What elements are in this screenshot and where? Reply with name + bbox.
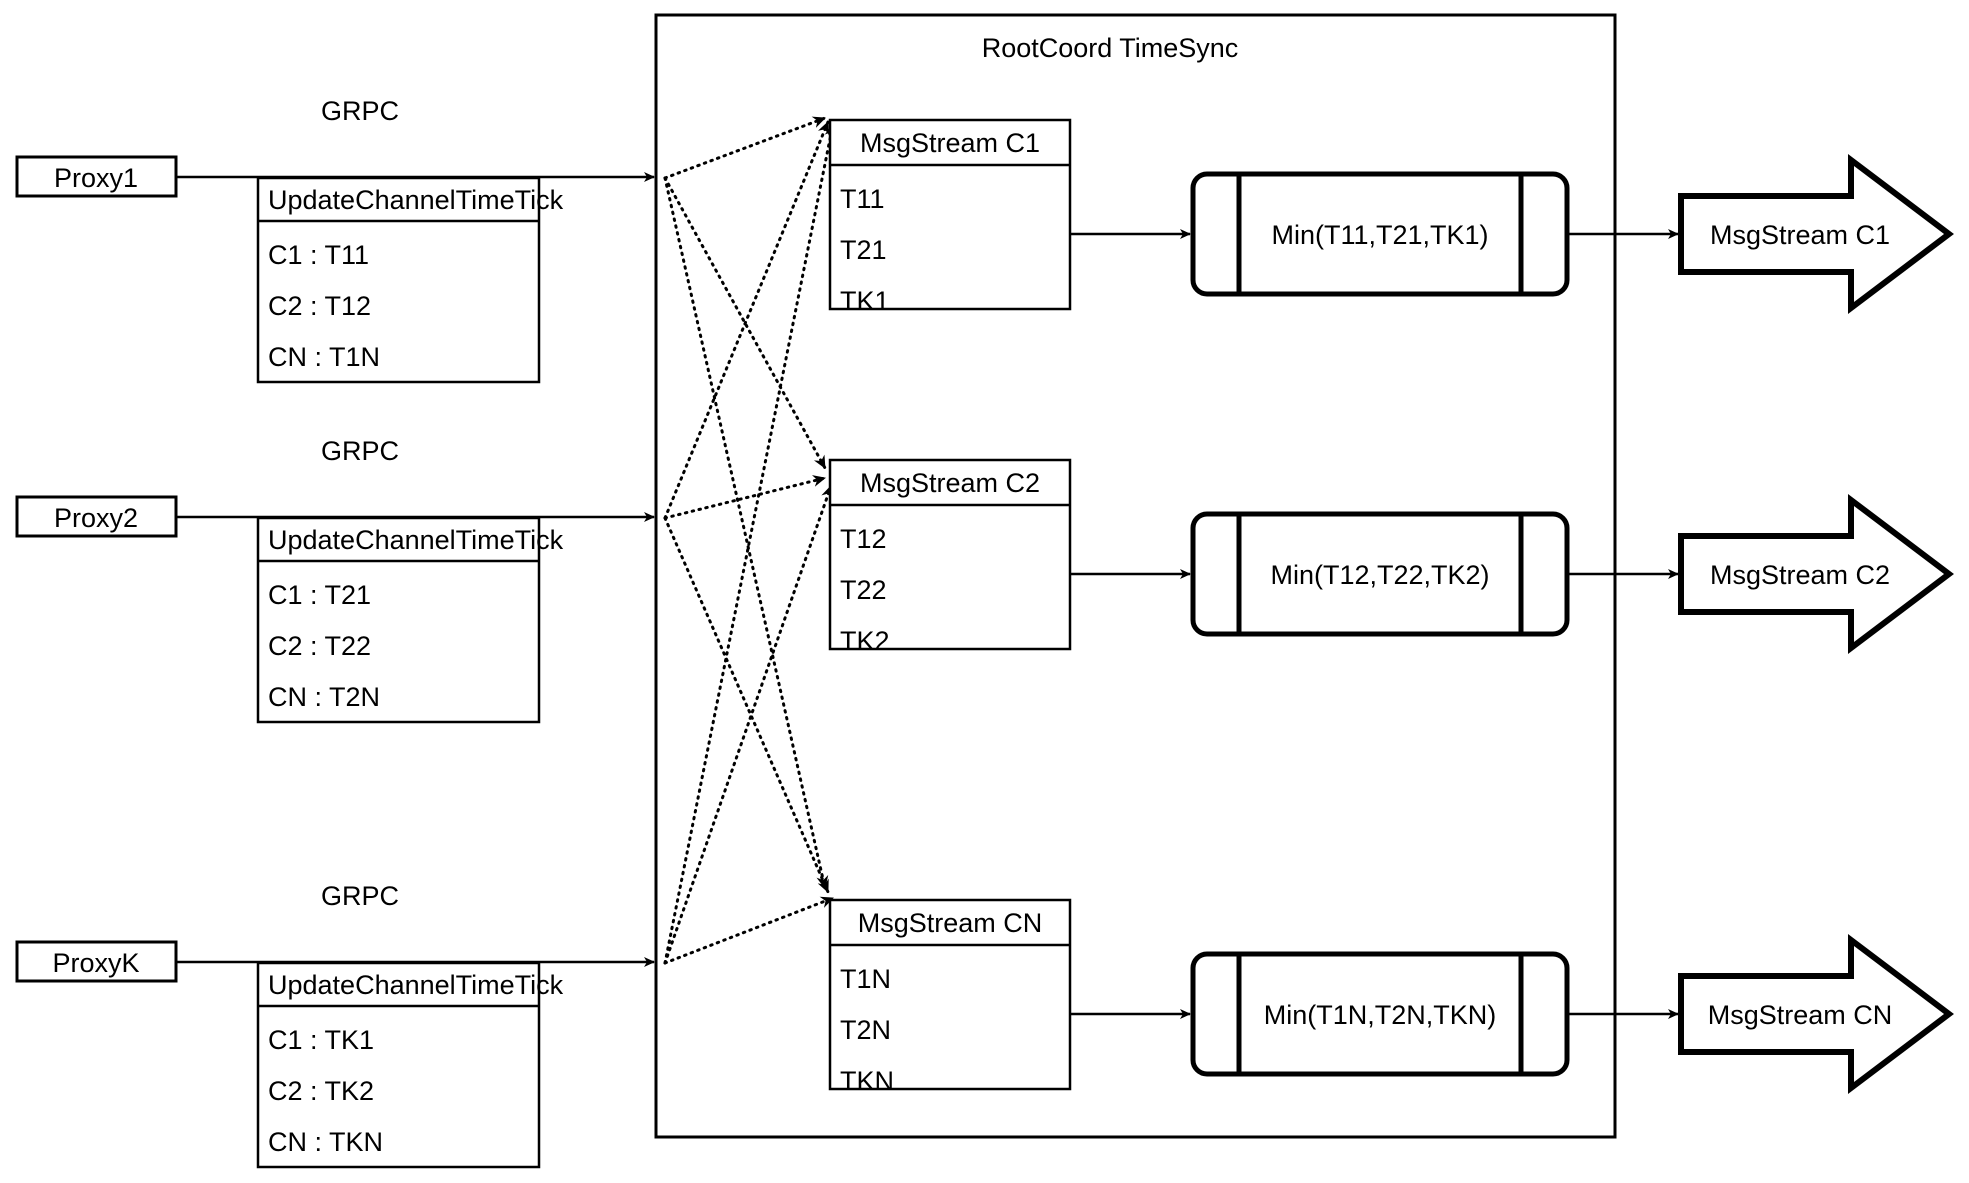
msgstream-tick: T21: [840, 235, 887, 265]
timetick-row: C2 : TK2: [268, 1076, 375, 1106]
msgstream-header-c1: MsgStream C1: [859, 128, 1041, 158]
grpc-label-3: GRPC: [320, 881, 400, 911]
output-label-1: MsgStream C1: [1709, 220, 1891, 250]
msgstream-tick: T22: [840, 575, 887, 605]
msgstream-header-cn: MsgStream CN: [857, 908, 1043, 938]
msgstream-header-c2: MsgStream C2: [859, 468, 1041, 498]
msgstream-tick: T1N: [840, 964, 892, 994]
msgstream-tick: T12: [840, 524, 887, 554]
min-label-2: Min(T12,T22,TK2): [1270, 560, 1490, 590]
timetick-row: C1 : T11: [268, 240, 370, 270]
min-label-3: Min(T1N,T2N,TKN): [1263, 1000, 1497, 1030]
output-label-3: MsgStream CN: [1707, 1000, 1893, 1030]
timetick-row: C1 : T21: [268, 580, 372, 610]
grpc-label-2: GRPC: [320, 436, 400, 466]
fanout-p1-c2: [663, 176, 827, 470]
timetick-fanout-edges: [663, 116, 837, 965]
fanout-p2-cn: [663, 516, 830, 894]
msgstream-tick: TK1: [840, 286, 890, 316]
timetick-header-3: UpdateChannelTimeTick: [268, 970, 564, 1000]
fanout-p2-c2: [663, 475, 827, 520]
timetick-header-1: UpdateChannelTimeTick: [268, 185, 564, 215]
timetick-row: CN : T1N: [268, 342, 381, 372]
timetick-row: CN : T2N: [268, 682, 381, 712]
msgstream-tick: T11: [840, 184, 885, 214]
fanout-pk-cn: [663, 896, 835, 965]
timetick-row: C2 : T22: [268, 631, 372, 661]
proxy-label-2: Proxy2: [53, 503, 139, 533]
msgstream-tick: TK2: [840, 626, 890, 656]
container-title: RootCoord TimeSync: [981, 33, 1239, 63]
fanout-p2-c1: [663, 120, 830, 520]
fanout-p1-c1: [663, 116, 827, 180]
min-label-1: Min(T11,T21,TK1): [1271, 220, 1489, 250]
fanout-pk-c1: [663, 122, 837, 965]
timetick-row: C1 : TK1: [268, 1025, 375, 1055]
timetick-row: C2 : T12: [268, 291, 372, 321]
grpc-label-1: GRPC: [320, 96, 400, 126]
msgstream-tick: T2N: [840, 1015, 892, 1045]
fanout-pk-c2: [663, 484, 833, 965]
timetick-row: CN : TKN: [268, 1127, 384, 1157]
msgstream-tick: TKN: [840, 1066, 894, 1096]
fanout-p1-cn: [663, 176, 829, 890]
output-label-2: MsgStream C2: [1709, 560, 1891, 590]
proxy-label-1: Proxy1: [53, 163, 139, 193]
proxy-label-3: ProxyK: [52, 948, 140, 978]
timetick-header-2: UpdateChannelTimeTick: [268, 525, 564, 555]
